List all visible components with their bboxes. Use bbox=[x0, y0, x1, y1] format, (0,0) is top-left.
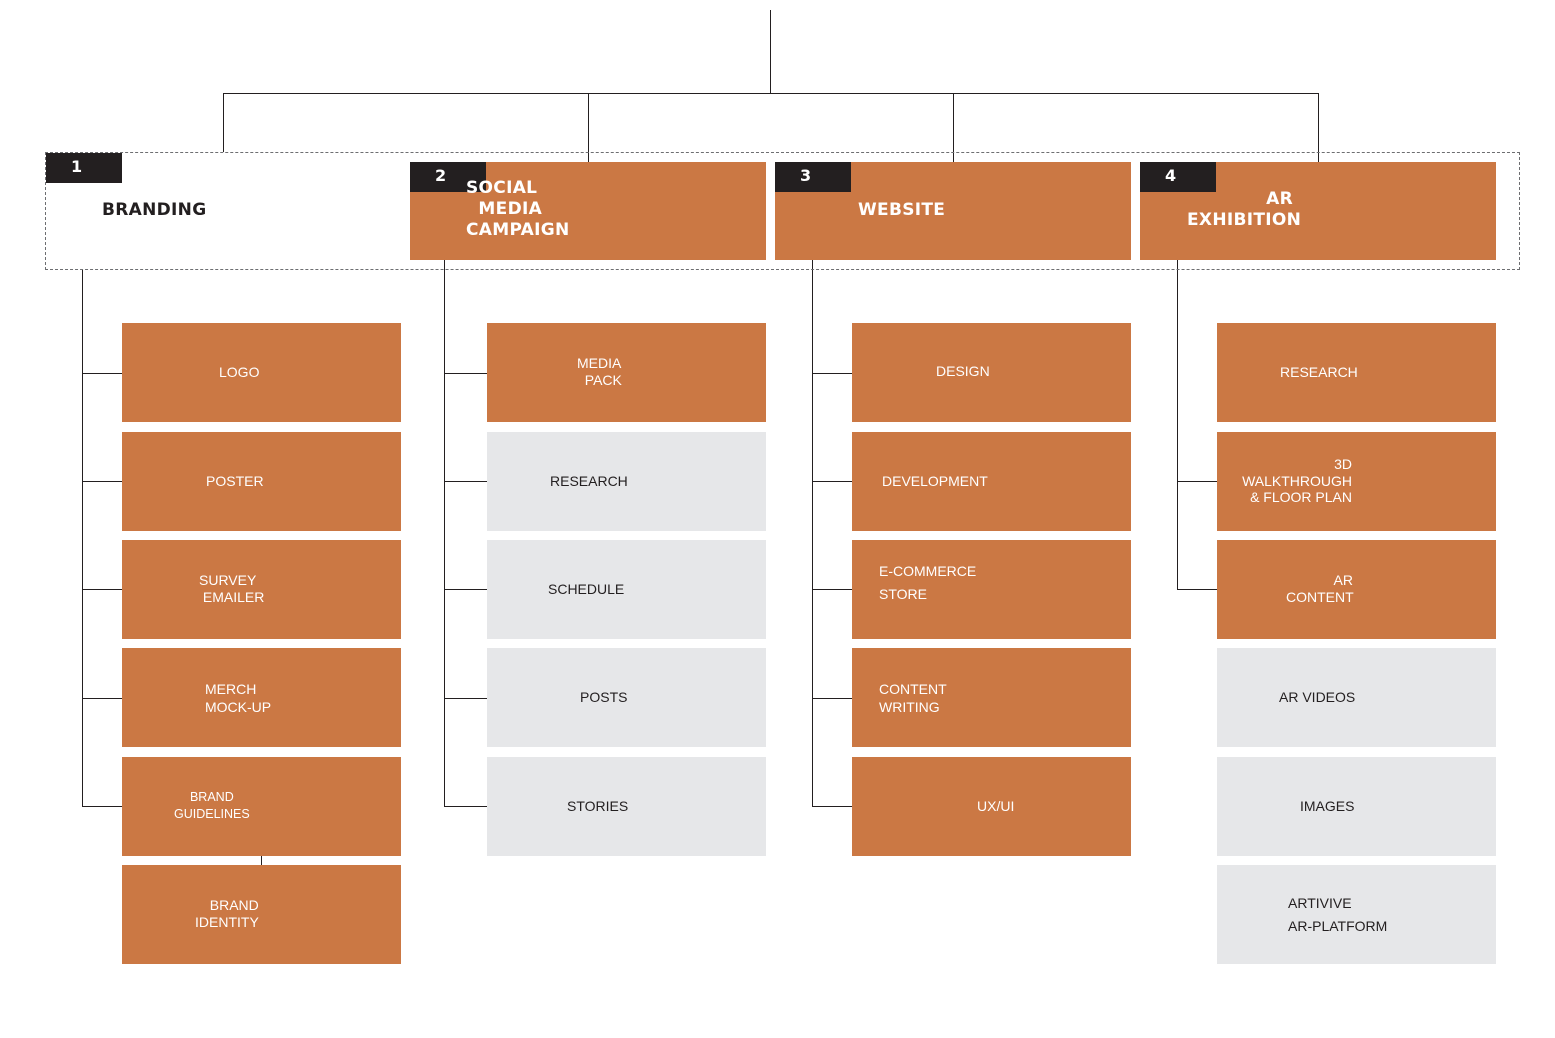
item-label: DESIGN bbox=[936, 363, 990, 379]
item-label: SURVEY EMAILER bbox=[199, 572, 265, 605]
item-label: MEDIA PACK bbox=[577, 355, 622, 388]
item-label: BRAND GUIDELINES bbox=[174, 790, 250, 821]
item-survey-emailer: SURVEY EMAILER bbox=[122, 540, 401, 639]
item-ux-ui: UX/UI bbox=[852, 757, 1131, 856]
section-header-ar-exhibition: 4 AR EXHIBITION bbox=[1140, 162, 1496, 260]
item-ar-videos: AR VIDEOS bbox=[1217, 648, 1496, 747]
item-label: RESEARCH bbox=[1280, 364, 1358, 380]
item-label: ARTIVIVE AR-PLATFORM bbox=[1288, 895, 1388, 934]
item-label: STORIES bbox=[567, 798, 629, 814]
item-label: UX/UI bbox=[977, 798, 1015, 814]
item-content-writing: CONTENT WRITING bbox=[852, 648, 1131, 747]
item-artivive-platform: ARTIVIVE AR-PLATFORM bbox=[1217, 865, 1496, 964]
item-label: MERCH MOCK-UP bbox=[205, 681, 272, 715]
item-label: AR VIDEOS bbox=[1279, 689, 1356, 705]
section-header-website: 3 WEBSITE bbox=[775, 162, 1131, 260]
item-stories: STORIES bbox=[487, 757, 766, 856]
item-ecommerce-store: E-COMMERCE STORE bbox=[852, 540, 1131, 639]
item-development: DEVELOPMENT bbox=[852, 432, 1131, 531]
section-number: 4 bbox=[1140, 162, 1216, 192]
item-merch-mockup: MERCH MOCK-UP bbox=[122, 648, 401, 747]
item-label: POSTS bbox=[580, 689, 628, 705]
section-title: AR EXHIBITION bbox=[1187, 189, 1302, 230]
item-media-pack: MEDIA PACK bbox=[487, 323, 766, 422]
section-title: BRANDING bbox=[102, 200, 207, 220]
section-number: 3 bbox=[775, 162, 851, 192]
item-label: CONTENT WRITING bbox=[879, 681, 947, 715]
section-title: WEBSITE bbox=[858, 200, 946, 220]
item-brand-guidelines: BRAND GUIDELINES bbox=[122, 757, 401, 856]
item-posts: POSTS bbox=[487, 648, 766, 747]
item-label: DEVELOPMENT bbox=[882, 473, 988, 489]
item-logo: LOGO bbox=[122, 323, 401, 422]
item-label: LOGO bbox=[219, 364, 260, 380]
item-label: AR CONTENT bbox=[1286, 572, 1354, 605]
item-design: DESIGN bbox=[852, 323, 1131, 422]
section-title: SOCIAL MEDIA CAMPAIGN bbox=[466, 178, 570, 240]
section-number: 2 bbox=[410, 162, 486, 192]
item-3d-walkthrough: 3D WALKTHROUGH & FLOOR PLAN bbox=[1217, 432, 1496, 531]
item-brand-identity: BRAND IDENTITY bbox=[122, 865, 401, 964]
item-schedule: SCHEDULE bbox=[487, 540, 766, 639]
item-label: POSTER bbox=[206, 473, 264, 489]
item-ar-content: AR CONTENT bbox=[1217, 540, 1496, 639]
item-label: 3D WALKTHROUGH & FLOOR PLAN bbox=[1242, 456, 1352, 505]
item-poster: POSTER bbox=[122, 432, 401, 531]
section-number: 1 bbox=[46, 153, 122, 183]
item-label: RESEARCH bbox=[550, 473, 628, 489]
section-header-social-media: 2 SOCIAL MEDIA CAMPAIGN bbox=[410, 162, 766, 260]
item-label: SCHEDULE bbox=[548, 581, 625, 597]
item-label: BRAND IDENTITY bbox=[195, 897, 259, 930]
item-research: RESEARCH bbox=[487, 432, 766, 531]
item-label: E-COMMERCE STORE bbox=[879, 563, 977, 602]
section-header-branding: 1 BRANDING bbox=[46, 153, 401, 269]
item-images: IMAGES bbox=[1217, 757, 1496, 856]
branding-dashed-frame bbox=[45, 152, 1520, 270]
item-label: IMAGES bbox=[1300, 798, 1355, 814]
item-ar-research: RESEARCH bbox=[1217, 323, 1496, 422]
